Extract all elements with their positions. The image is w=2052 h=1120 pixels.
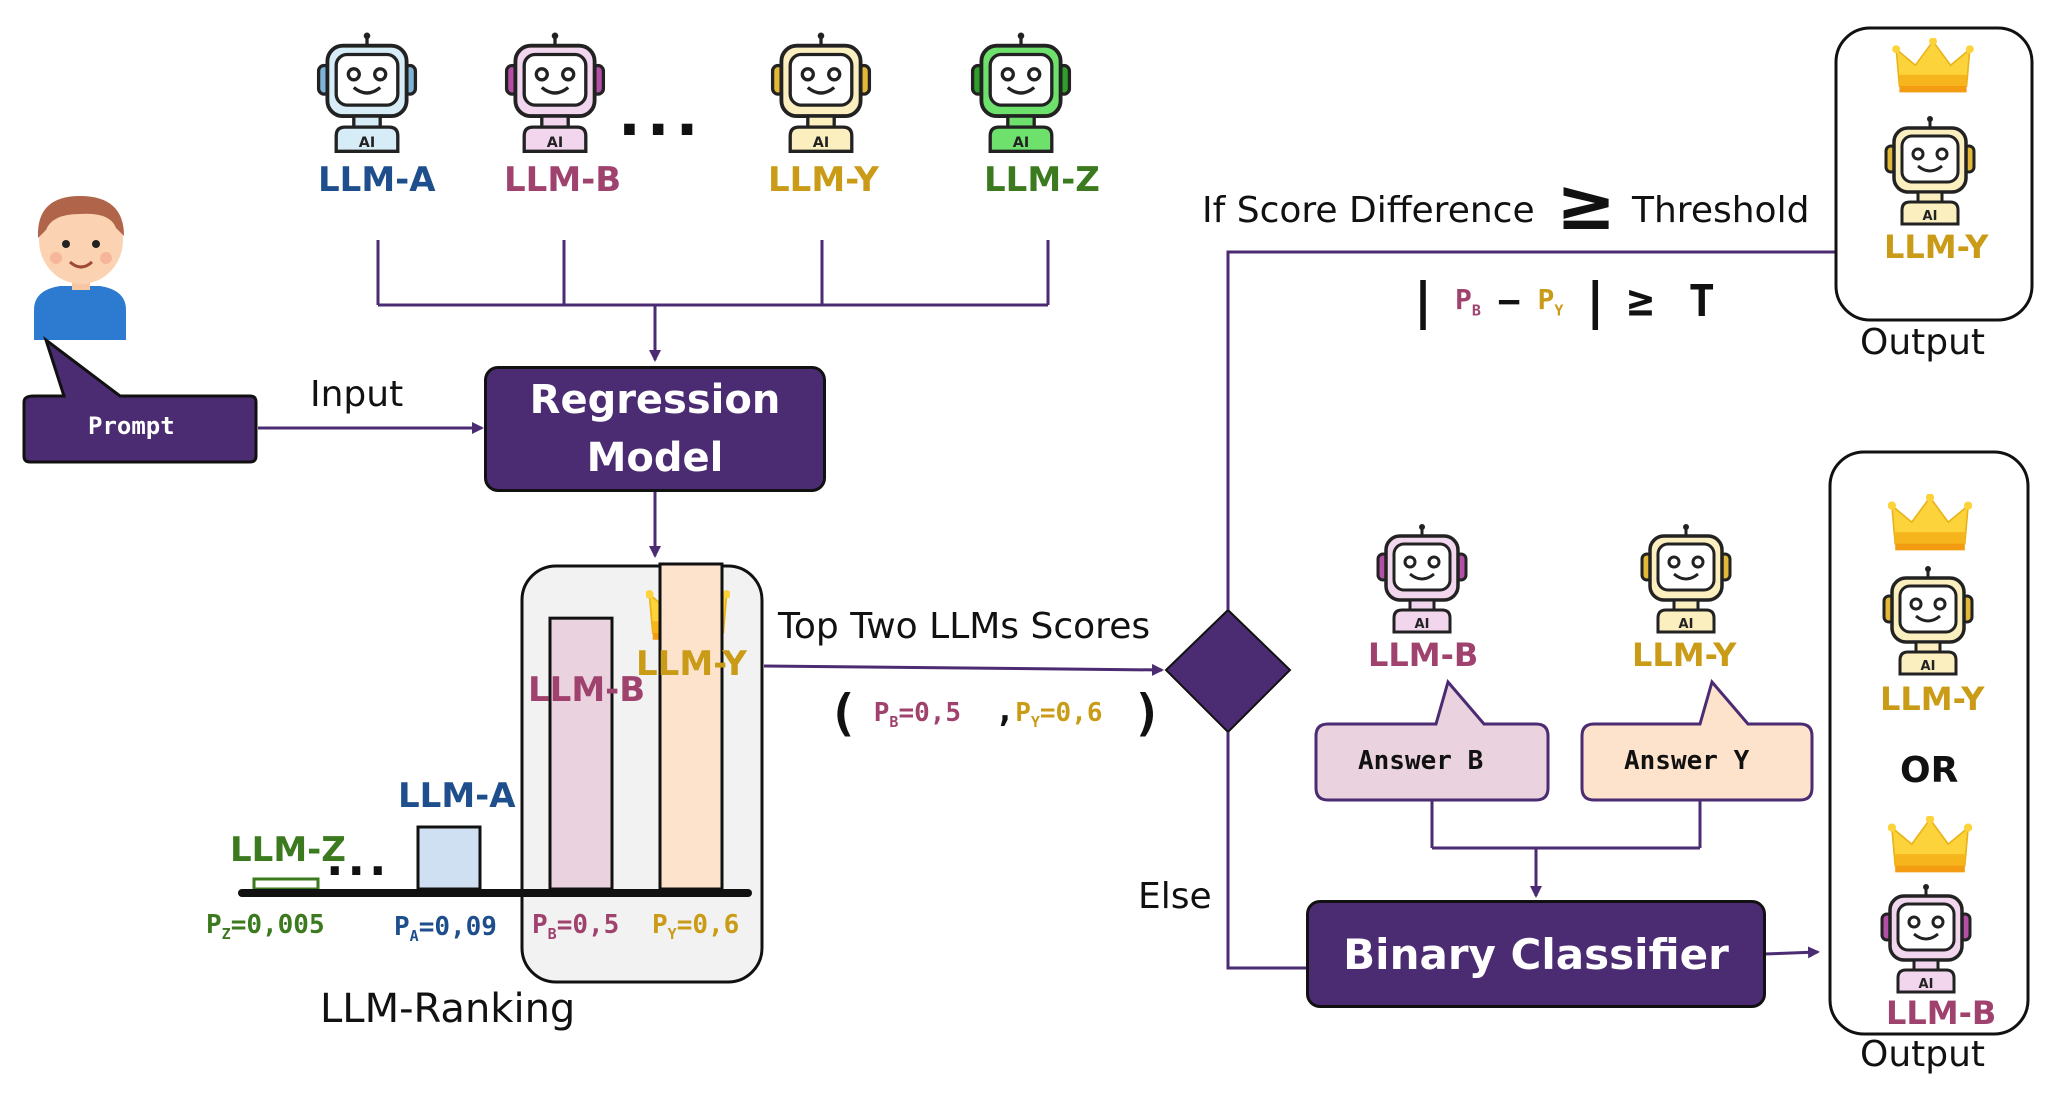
formula-py: PY: [1537, 283, 1563, 320]
prompt-text: Prompt: [88, 412, 175, 440]
score-b: PB=0,5: [532, 910, 619, 943]
ranking-bars: [252, 562, 724, 891]
llm-a-label: LLM-A: [318, 160, 436, 200]
top-two-arrow: [763, 663, 1164, 676]
top-two-py-sub: Y: [1030, 712, 1040, 731]
score-a-letter: P: [394, 912, 410, 942]
score-z-sub: Z: [221, 925, 231, 944]
robot-icon: [319, 33, 416, 152]
output-or-label: OR: [1900, 750, 1959, 791]
top-two-pb: PB=0,5: [873, 697, 962, 731]
formula-pb-letter: P: [1454, 283, 1472, 316]
threshold-formula: | PB − PY | ≥ T: [1408, 272, 1715, 330]
models-ellipsis: ...: [618, 80, 705, 150]
classifier-to-output-arrow: [1763, 946, 1820, 959]
threshold-geq-symbol: ≥: [1556, 162, 1617, 246]
score-y: PY=0,6: [652, 910, 739, 943]
else-branch-line: [1226, 732, 1306, 970]
threshold-condition-left: If Score Difference: [1202, 190, 1535, 231]
top-two-py: PY=0,6: [1015, 697, 1103, 731]
robot-icon: [1640, 522, 1732, 634]
regression-line2: Model: [586, 435, 724, 481]
prompt-bubble: [22, 335, 258, 464]
formula-pb-sub: B: [1471, 301, 1481, 320]
output-bottom-frame: [1828, 450, 2030, 1036]
score-z: PZ=0,005: [206, 910, 325, 943]
user-avatar-icon: [34, 196, 126, 340]
top-two-pb-value: =0,5: [898, 697, 962, 728]
formula-minus: −: [1497, 279, 1521, 323]
score-a-sub: A: [409, 927, 419, 946]
ranking-ellipsis: ...: [326, 832, 391, 886]
score-y-letter: P: [652, 910, 668, 940]
score-y-value: =0,6: [676, 910, 740, 940]
threshold-condition-right: Threshold: [1632, 190, 1810, 231]
output-bottom-llm-b-label: LLM-B: [1886, 994, 1997, 1032]
answer-b-text: Answer B: [1358, 746, 1484, 776]
answer-y-bubble: [1580, 678, 1814, 802]
top-two-pb-letter: P: [873, 697, 890, 728]
score-a: PA=0,09: [394, 912, 497, 945]
ranking-baseline: [238, 889, 752, 897]
output-top-label: Output: [1860, 322, 1986, 363]
llm-z-label: LLM-Z: [984, 160, 1100, 200]
input-label: Input: [310, 374, 404, 415]
threshold-branch-line: [1226, 246, 1852, 610]
answers-merge-lines: [1430, 800, 1702, 898]
formula-py-letter: P: [1537, 283, 1555, 316]
output-bottom-label: Output: [1860, 1034, 1986, 1075]
llm-b-label: LLM-B: [504, 160, 622, 200]
top-two-comma: ,: [994, 689, 1016, 730]
score-z-value: =0,005: [230, 910, 325, 940]
score-b-sub: B: [547, 925, 557, 944]
top-two-py-letter: P: [1015, 697, 1031, 728]
top-two-values: ( PB=0,5 ,PY=0,6 ): [828, 684, 1162, 742]
answer-b-bubble: [1314, 678, 1550, 802]
ranking-caption: LLM-Ranking: [320, 986, 576, 1032]
robot-icon: [973, 33, 1070, 152]
llm-y-label: LLM-Y: [768, 160, 879, 200]
robot-icon: [773, 33, 870, 152]
robot-icon: [1376, 522, 1468, 634]
answer-llm-y-label: LLM-Y: [1632, 636, 1737, 674]
score-a-value: =0,09: [418, 912, 497, 942]
else-label: Else: [1138, 876, 1212, 917]
formula-geq: ≥: [1627, 275, 1654, 327]
output-top-llm-y-label: LLM-Y: [1884, 228, 1989, 266]
formula-py-sub: Y: [1554, 301, 1564, 320]
top-two-pb-sub: B: [889, 712, 899, 731]
top-two-open: (: [828, 684, 859, 742]
binary-classifier-box: Binary Classifier: [1306, 900, 1766, 1008]
formula-bar-right: |: [1580, 272, 1611, 330]
output-bottom-llm-y-label: LLM-Y: [1880, 680, 1985, 718]
model-connector-lines: [376, 240, 1050, 362]
regression-model-box: Regression Model: [484, 366, 826, 492]
formula-pb: PB: [1454, 283, 1481, 320]
ranking-llm-b-label: LLM-B: [528, 670, 646, 710]
ranking-llm-a-label: LLM-A: [398, 776, 516, 816]
score-b-value: =0,5: [556, 910, 620, 940]
regression-line1: Regression: [529, 377, 781, 423]
bar-llm-y: [658, 562, 724, 891]
top-two-close: ): [1132, 684, 1163, 742]
bar-llm-z: [252, 877, 320, 891]
answer-llm-b-label: LLM-B: [1368, 636, 1479, 674]
ranking-llm-z-label: LLM-Z: [230, 830, 346, 870]
formula-t: T: [1688, 275, 1716, 327]
formula-bar-left: |: [1408, 272, 1439, 330]
score-z-letter: P: [206, 910, 222, 940]
top-two-py-value: =0,6: [1039, 697, 1103, 728]
score-b-letter: P: [532, 910, 548, 940]
score-y-sub: Y: [667, 925, 677, 944]
robot-icon: [507, 33, 604, 152]
top-two-label: Top Two LLMs Scores: [778, 606, 1151, 647]
decision-diamond: [1164, 608, 1292, 734]
bar-llm-b: [548, 616, 614, 891]
ranking-llm-y-label: LLM-Y: [636, 644, 747, 684]
bar-llm-a: [416, 825, 482, 891]
answer-y-text: Answer Y: [1624, 746, 1750, 776]
